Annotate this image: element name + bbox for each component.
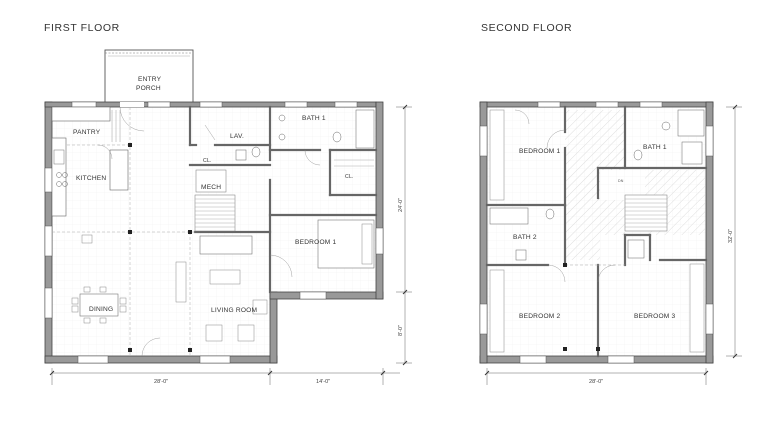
label-closet-2: CL. bbox=[345, 174, 354, 180]
second-floor-plan: BEDROOM 1 BATH 1 DN BATH 2 BEDROOM 2 BED… bbox=[479, 101, 742, 385]
dim-first-height-main: 24'-0" bbox=[398, 198, 404, 212]
label-bath2: BATH 2 bbox=[513, 234, 537, 241]
label-pantry: PANTRY bbox=[73, 129, 101, 136]
label-entry: ENTRY bbox=[138, 76, 162, 83]
dim-first-width-main: 28'-0" bbox=[154, 379, 168, 385]
label-living-room: LIVING ROOM bbox=[211, 307, 257, 314]
dim-first-width-wing: 14'-0" bbox=[316, 379, 330, 385]
label-bath1-second: BATH 1 bbox=[643, 144, 667, 151]
porch-outline bbox=[104, 49, 194, 105]
label-closet-1: CL. bbox=[203, 158, 212, 164]
dim-first-height-wing: 8'-0" bbox=[398, 325, 404, 336]
dim-second-height: 32'-0" bbox=[728, 229, 734, 243]
label-bedroom1-second: BEDROOM 1 bbox=[519, 148, 561, 155]
label-bath1-first: BATH 1 bbox=[302, 115, 326, 122]
wall-east bbox=[375, 101, 384, 300]
label-stair-down: DN bbox=[618, 179, 624, 183]
first-floor-title: FIRST FLOOR bbox=[44, 22, 120, 34]
label-lav: LAV. bbox=[230, 133, 244, 140]
label-mech: MECH bbox=[201, 184, 221, 191]
dining-table bbox=[79, 293, 119, 317]
first-floor-plan: ENTRY PORCH PANTRY LAV. BATH 1 KITCHEN C… bbox=[44, 49, 412, 385]
label-bedroom3: BEDROOM 3 bbox=[634, 313, 676, 320]
second-floor-title: SECOND FLOOR bbox=[481, 22, 573, 34]
label-bedroom1-first: BEDROOM 1 bbox=[295, 239, 337, 246]
label-dining: DINING bbox=[89, 306, 113, 313]
label-bedroom2: BEDROOM 2 bbox=[519, 313, 561, 320]
dim-second-width: 28'-0" bbox=[589, 379, 603, 385]
label-porch: PORCH bbox=[136, 85, 161, 92]
label-kitchen: KITCHEN bbox=[76, 175, 106, 182]
sofa bbox=[199, 235, 253, 255]
